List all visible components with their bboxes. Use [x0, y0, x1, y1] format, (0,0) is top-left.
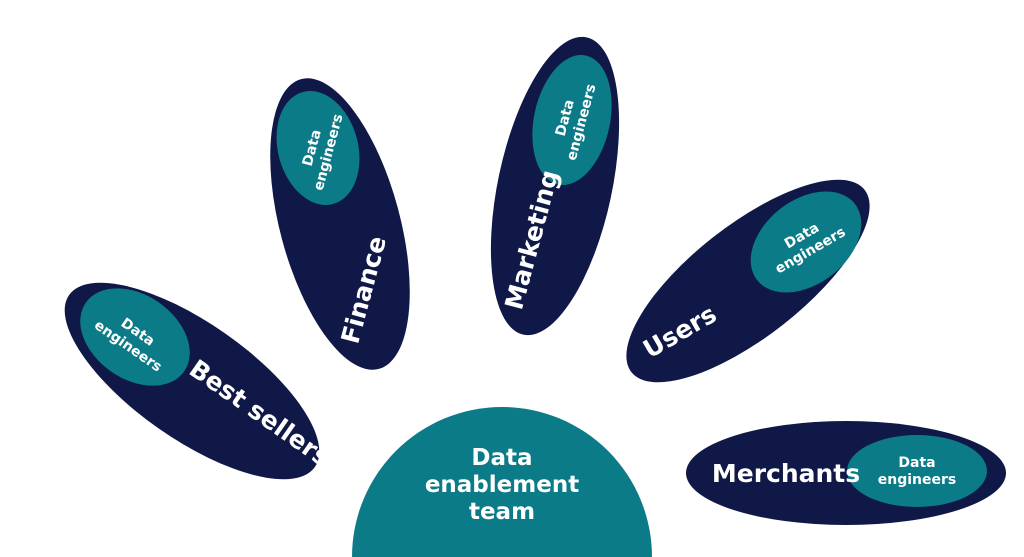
hub-line-2: enablement: [425, 472, 579, 498]
merchants-inner-line-1: Data: [898, 455, 935, 471]
users-inner-ellipse: [750, 191, 862, 293]
users-ellipse: [626, 179, 870, 383]
finance-inner-ellipse: [276, 91, 360, 205]
merchants-label: Merchants: [712, 459, 860, 488]
group-marketing: Data engineers Marketing: [490, 36, 620, 336]
hub-line-3: team: [469, 499, 535, 525]
group-finance: Data engineers Finance: [270, 78, 410, 370]
marketing-inner-ellipse: [532, 54, 612, 186]
hub: Data enablement team: [352, 407, 652, 557]
group-users: Data engineers Users: [626, 179, 870, 383]
merchants-inner-line-2: engineers: [878, 472, 956, 488]
hub-semicircle: [352, 407, 652, 557]
best-sellers-inner-ellipse: [80, 288, 190, 386]
group-merchants: Data engineers Merchants: [686, 421, 1006, 525]
hub-line-1: Data: [471, 445, 532, 471]
merchants-inner-ellipse: [847, 435, 987, 507]
